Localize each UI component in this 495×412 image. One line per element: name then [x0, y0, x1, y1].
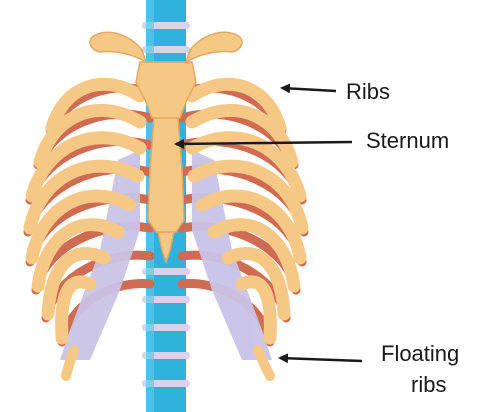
floating-ribs-annotation: Floating ribs [280, 341, 459, 397]
ribs-label: Ribs [346, 79, 390, 104]
floating-ribs-label-line2: ribs [411, 372, 446, 397]
sternum-bone [136, 62, 196, 262]
ribs-leader-line [282, 88, 336, 91]
sternum-label: Sternum [366, 128, 449, 153]
floating-ribs-leader-line [280, 358, 362, 361]
floating-ribs-label-line1: Floating [381, 341, 459, 366]
ribs-annotation: Ribs [282, 79, 390, 104]
